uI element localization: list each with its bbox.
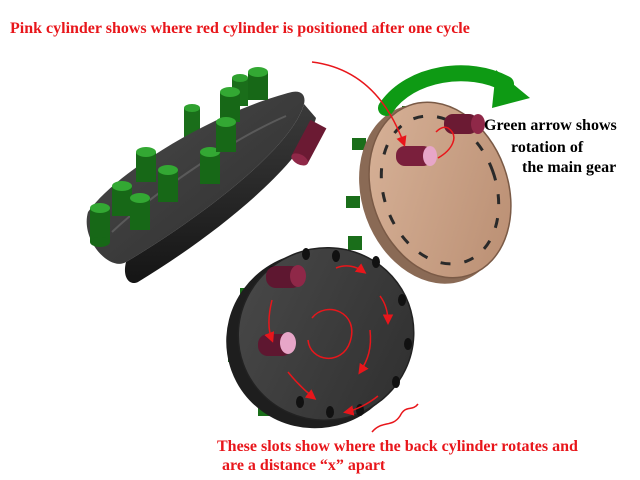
lower-gear — [226, 247, 415, 429]
slots-caption-line1: These slots show where the back cylinder… — [217, 438, 578, 455]
green-arrow-caption-line2: rotation of — [511, 139, 584, 156]
green-rotation-arrow — [378, 65, 530, 116]
slots-caption-line2: are a distance “x” apart — [222, 457, 386, 474]
maroon-pin-lower-gear — [266, 265, 306, 288]
lower-gear-face — [237, 247, 415, 421]
maroon-pin-main-gear — [444, 114, 485, 134]
green-arrow-caption-line1: Green arrow shows — [484, 117, 617, 134]
pink-pin-main-gear — [396, 146, 437, 166]
top-left-gear — [86, 67, 327, 284]
pink-pin-lower-gear — [258, 332, 296, 356]
green-arrow-caption-line3: the main gear — [522, 159, 617, 176]
pink-cylinder-caption: Pink cylinder shows where red cylinder i… — [10, 20, 470, 37]
maroon-pin-top-left — [291, 119, 327, 166]
red-annotation-arrows — [264, 61, 455, 433]
top-left-gear-pins — [90, 67, 268, 247]
